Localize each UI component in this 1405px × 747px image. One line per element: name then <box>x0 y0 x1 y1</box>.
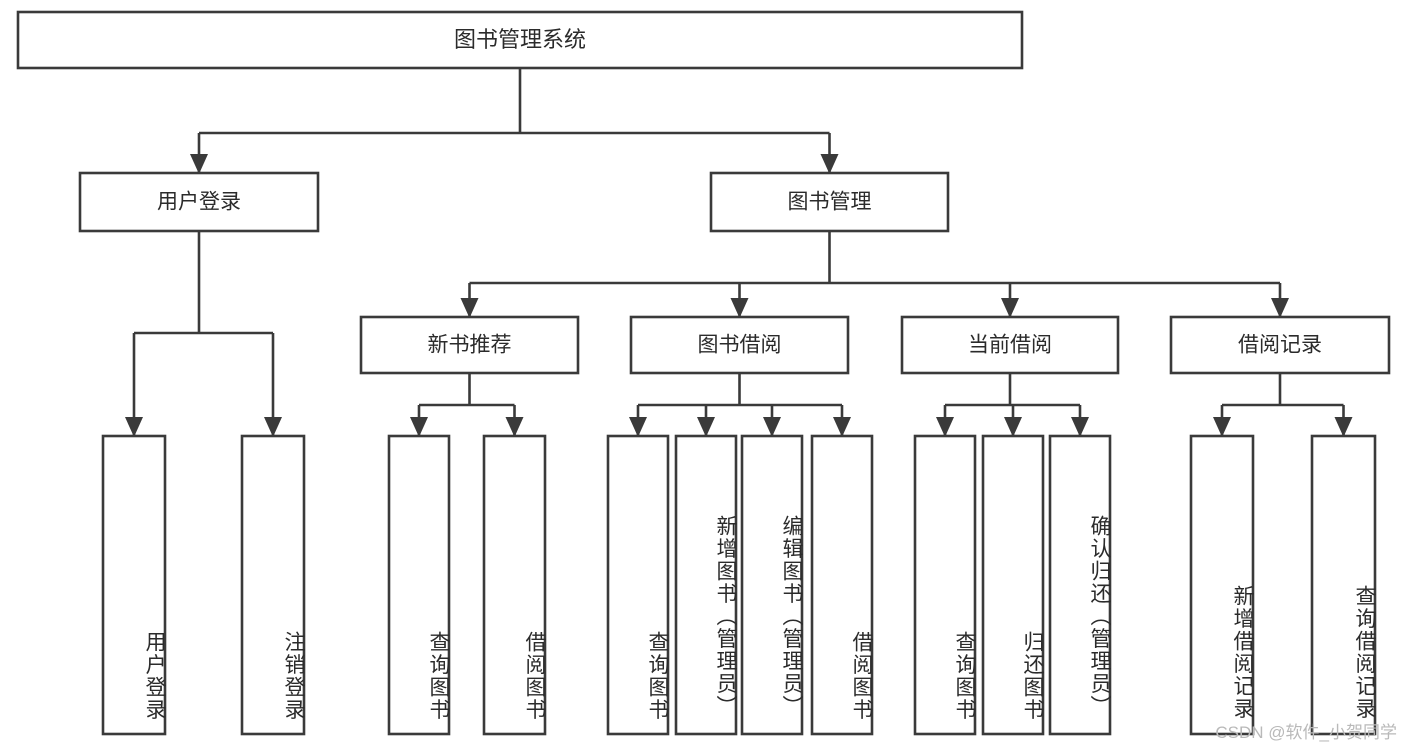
node-label-book-manage: 图书管理 <box>788 191 872 214</box>
node-current-borrow[interactable]: 当前借阅 <box>900 315 1120 375</box>
node-leaf-borrow-book[interactable] <box>810 434 874 736</box>
node-leaf-borrow-book-rec[interactable] <box>482 434 547 736</box>
node-leaf-logout[interactable] <box>240 434 306 736</box>
arrow-head-book-borrow-to-leaf-add-book <box>697 417 715 437</box>
node-box-book-manage[interactable] <box>709 171 950 233</box>
node-book-borrow[interactable]: 图书借阅 <box>629 315 850 375</box>
node-new-book-recommend[interactable]: 新书推荐 <box>359 315 580 375</box>
node-leaf-confirm-return[interactable] <box>1048 434 1112 736</box>
node-box-leaf-borrow-book-rec[interactable] <box>482 434 547 736</box>
node-label-root: 图书管理系统 <box>454 27 586 52</box>
node-box-root[interactable] <box>16 10 1024 70</box>
connector-layer <box>125 68 1353 437</box>
node-leaf-query-book-rec[interactable] <box>387 434 451 736</box>
node-box-leaf-query-book-cur[interactable] <box>913 434 977 736</box>
node-label-new-book-recommend: 新书推荐 <box>428 334 512 357</box>
arrow-head-book-manage-to-borrow-record <box>1271 298 1289 318</box>
node-borrow-record[interactable]: 借阅记录 <box>1169 315 1391 375</box>
node-box-borrow-record[interactable] <box>1169 315 1391 375</box>
arrow-head-book-borrow-to-leaf-query-book-borrow <box>629 417 647 437</box>
arrow-head-book-manage-to-book-borrow <box>730 298 749 318</box>
node-leaf-add-record[interactable] <box>1189 434 1255 736</box>
node-box-leaf-query-book-rec[interactable] <box>387 434 451 736</box>
node-leaf-query-book-cur[interactable] <box>913 434 977 736</box>
arrow-head-current-borrow-to-leaf-return-book <box>1004 417 1022 437</box>
arrow-head-user-login-to-leaf-logout <box>264 417 282 437</box>
arrow-head-new-book-recommend-to-leaf-query-book-rec <box>410 417 428 437</box>
node-book-manage[interactable]: 图书管理 <box>709 171 950 233</box>
node-label-book-borrow: 图书借阅 <box>698 334 782 357</box>
node-box-leaf-logout[interactable] <box>240 434 306 736</box>
arrow-head-current-borrow-to-leaf-confirm-return <box>1071 417 1089 437</box>
node-leaf-add-book[interactable] <box>674 434 738 736</box>
node-box-leaf-add-record[interactable] <box>1189 434 1255 736</box>
node-box-leaf-query-book-borrow[interactable] <box>606 434 670 736</box>
node-box-leaf-add-book[interactable] <box>674 434 738 736</box>
node-label-current-borrow: 当前借阅 <box>968 334 1052 357</box>
arrow-head-root-to-book-manage <box>820 154 839 174</box>
node-leaf-return-book[interactable] <box>981 434 1045 736</box>
node-box-user-login[interactable] <box>78 171 320 233</box>
node-box-book-borrow[interactable] <box>629 315 850 375</box>
node-box-leaf-query-record[interactable] <box>1310 434 1377 736</box>
node-box-leaf-borrow-book[interactable] <box>810 434 874 736</box>
node-leaf-user-login[interactable] <box>101 434 167 736</box>
arrow-head-borrow-record-to-leaf-query-record <box>1334 417 1353 437</box>
arrow-head-book-borrow-to-leaf-edit-book <box>763 417 781 437</box>
node-box-leaf-return-book[interactable] <box>981 434 1045 736</box>
arrow-head-book-borrow-to-leaf-borrow-book <box>833 417 851 437</box>
arrow-head-borrow-record-to-leaf-add-record <box>1213 417 1231 437</box>
node-leaf-query-book-borrow[interactable] <box>606 434 670 736</box>
node-user-login[interactable]: 用户登录 <box>78 171 320 233</box>
arrow-head-book-manage-to-current-borrow <box>1001 298 1019 318</box>
watermark: CSDN @软件_小贺同学 <box>1215 723 1397 742</box>
node-box-leaf-user-login[interactable] <box>101 434 167 736</box>
node-label-borrow-record: 借阅记录 <box>1238 334 1322 357</box>
node-root[interactable]: 图书管理系统 <box>16 10 1024 70</box>
arrow-head-root-to-user-login <box>190 154 208 174</box>
node-box-new-book-recommend[interactable] <box>359 315 580 375</box>
node-box-current-borrow[interactable] <box>900 315 1120 375</box>
arrow-head-current-borrow-to-leaf-query-book-cur <box>936 417 954 437</box>
node-box-leaf-confirm-return[interactable] <box>1048 434 1112 736</box>
node-leaf-edit-book[interactable] <box>740 434 804 736</box>
node-label-user-login: 用户登录 <box>157 191 241 214</box>
arrow-head-new-book-recommend-to-leaf-borrow-book-rec <box>505 417 524 437</box>
node-box-leaf-edit-book[interactable] <box>740 434 804 736</box>
node-leaf-query-record[interactable] <box>1310 434 1377 736</box>
arrow-head-book-manage-to-new-book-recommend <box>460 298 479 318</box>
arrow-head-user-login-to-leaf-user-login <box>125 417 143 437</box>
